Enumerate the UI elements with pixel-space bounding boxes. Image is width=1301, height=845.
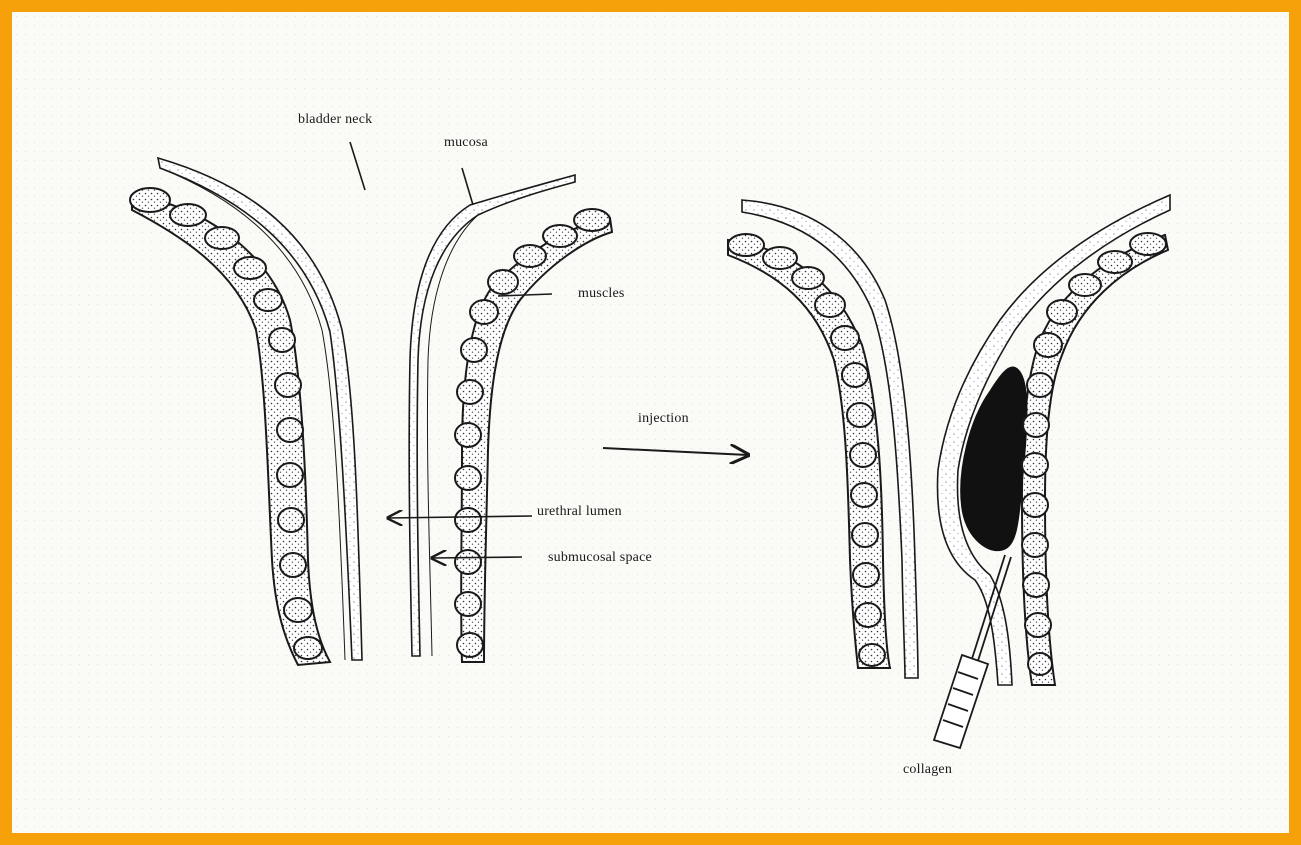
label-injection: injection: [638, 411, 689, 427]
right-urethra-wall-left: [728, 200, 918, 678]
label-submucosal-space: submucosal space: [548, 550, 652, 566]
right-urethra-wall-right: [937, 195, 1170, 685]
left-leader-lines: [350, 142, 552, 558]
label-collagen: collagen: [903, 762, 952, 778]
label-muscles: muscles: [578, 286, 625, 302]
left-urethra-wall-right: [409, 175, 612, 662]
label-urethral-lumen: urethral lumen: [537, 504, 622, 520]
injection-arrow: [603, 448, 748, 455]
label-mucosa: mucosa: [444, 135, 488, 151]
left-urethra-wall-left: [132, 158, 362, 665]
label-bladder-neck: bladder neck: [298, 112, 372, 128]
